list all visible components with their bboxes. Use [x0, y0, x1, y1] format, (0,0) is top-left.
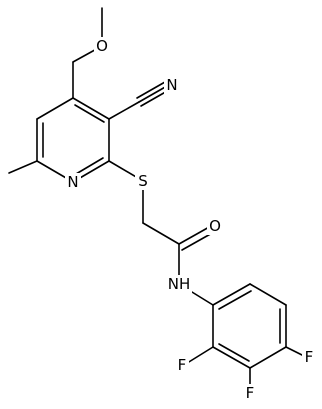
amide-nh-label: NH [168, 275, 191, 293]
bond-co-o [178, 225, 212, 245]
nitrile-nitrogen-label: N [166, 76, 177, 94]
bond-ar5-ar6 [212, 346, 251, 369]
fluorine-para-label: F [305, 348, 314, 366]
bond-ch2-co [142, 222, 180, 245]
bond-ar1-ar2-inner [218, 290, 252, 310]
bonds [8, 7, 307, 392]
sulfur-label: S [138, 172, 148, 190]
fluorine-meta-label: F [246, 384, 255, 402]
bond-c5-c4 [36, 97, 74, 120]
bond-c4-c3-inner [74, 104, 105, 123]
bond-ar2-ar3 [249, 283, 287, 306]
atom-labels: O N N S O NH F F F [65, 37, 316, 402]
bond-methyl [8, 160, 38, 174]
bond-c3-cn [108, 101, 140, 120]
bond-ar4-ar5 [249, 346, 287, 369]
methoxy-oxygen-label: O [96, 37, 108, 55]
bond-cn-triple-1 [138, 85, 168, 103]
bond-c2-n1-inner [75, 157, 104, 175]
pyridine-nitrogen-label: N [67, 173, 78, 191]
bond-ar5-ar6-inner [218, 343, 250, 362]
fluorine-ortho-label: F [178, 356, 187, 374]
bond-ar1-ar2 [212, 283, 251, 306]
bond-c4-c3 [72, 97, 110, 120]
bond-cn-triple-2 [136, 81, 166, 99]
carbonyl-oxygen-label: O [209, 217, 221, 235]
